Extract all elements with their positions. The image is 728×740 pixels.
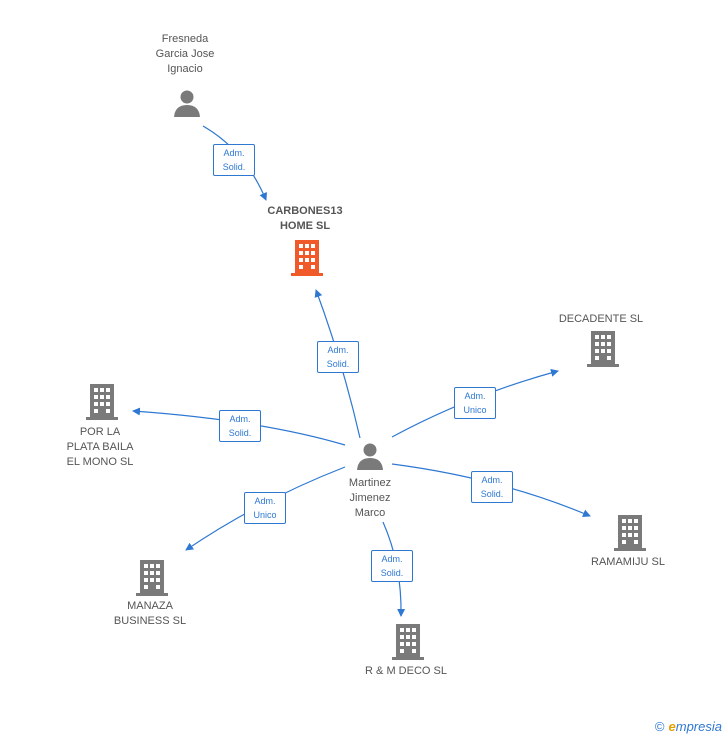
edge-label-martinez-manaza: Adm. Unico (244, 492, 286, 524)
copyright-icon: © (654, 719, 665, 734)
node-label-ramamiju[interactable]: RAMAMIJU SL (591, 556, 665, 568)
node-label-fresneda[interactable]: Fresneda Garcia Jose Ignacio (155, 33, 215, 75)
building-icon-rmdeco[interactable] (392, 624, 424, 660)
edge-label-martinez-rmdeco: Adm. Solid. (371, 550, 413, 582)
building-icon-porla[interactable] (86, 384, 118, 420)
node-label-decadente[interactable]: DECADENTE SL (558, 313, 644, 325)
node-label-rmdeco[interactable]: R & M DECO SL (365, 665, 447, 677)
building-icon-decadente[interactable] (587, 331, 619, 367)
person-icon-fresneda[interactable] (172, 88, 202, 118)
building-icon-ramamiju[interactable] (614, 515, 646, 551)
brand-logo-text: mpresia (675, 719, 722, 734)
edge-label-martinez-decadente: Adm. Unico (454, 387, 496, 419)
node-label-martinez[interactable]: Martinez Jimenez Marco (348, 477, 392, 519)
edge-label-fresneda-carbones: Adm. Solid. (213, 144, 255, 176)
brand-footer: ©empresia (655, 719, 722, 734)
node-label-carbones[interactable]: CARBONES13 HOME SL (267, 205, 343, 232)
building-icon-manaza[interactable] (136, 560, 168, 596)
edge-label-martinez-ramamiju: Adm. Solid. (471, 471, 513, 503)
edge-label-martinez-carbones: Adm. Solid. (317, 341, 359, 373)
building-icon-carbones[interactable] (291, 240, 323, 276)
node-label-manaza[interactable]: MANAZA BUSINESS SL (113, 600, 187, 627)
edge-label-martinez-porla: Adm. Solid. (219, 410, 261, 442)
brand-logo-initial: e (668, 719, 676, 734)
person-icon-martinez[interactable] (355, 441, 385, 471)
node-label-porla[interactable]: POR LA PLATA BAILA EL MONO SL (66, 426, 134, 468)
